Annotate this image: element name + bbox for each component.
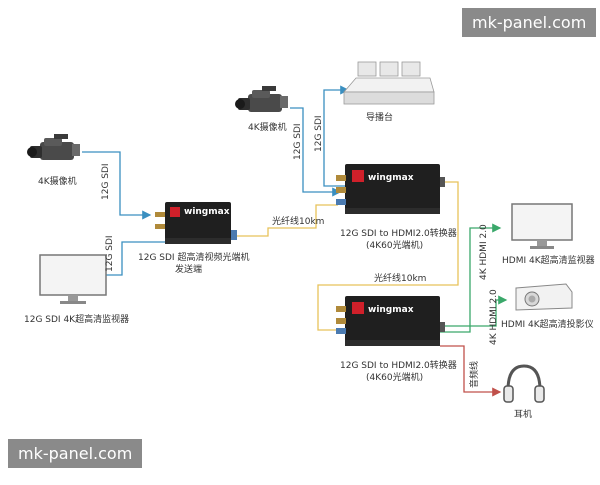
link-label-hdmi-monitor: 4K HDMI 2.0 (479, 224, 489, 280)
fiber-sender-device (155, 202, 237, 244)
sender-label-line2: 发送端 (175, 263, 202, 275)
broadcast-switcher-icon (343, 61, 435, 105)
receiver1-label-line2: (4K60光端机) (366, 239, 423, 251)
link-label-cam-top: 12G SDI (293, 123, 303, 160)
switcher-label: 导播台 (366, 111, 393, 123)
monitor-icon (511, 203, 573, 249)
monitor-left-label: 12G SDI 4K超高清监视器 (24, 313, 129, 325)
camera-left-label: 4K摄像机 (38, 175, 77, 187)
headphones-label: 耳机 (514, 408, 532, 420)
monitor-icon (39, 254, 107, 304)
projector-icon (515, 283, 573, 311)
camera-top-label: 4K摄像机 (248, 121, 287, 133)
link-label-fiber-2: 光纤线10km (374, 272, 426, 284)
fiber-link-2 (317, 181, 459, 331)
video-camera-icon (27, 134, 80, 160)
receiver2-brand: wingmax (368, 305, 414, 315)
fiber-link-1 (232, 204, 338, 237)
hdmi-link-monitor (440, 223, 502, 333)
monitor-right-label: HDMI 4K超高清监视器 (502, 254, 595, 266)
sender-brand: wingmax (184, 207, 230, 217)
video-camera-icon (235, 86, 288, 112)
receiver1-brand: wingmax (368, 173, 414, 183)
sender-label-line1: 12G SDI 超高清视频光端机 (138, 251, 249, 263)
sdi-link-switcher (323, 85, 350, 187)
receiver2-label-line2: (4K60光端机) (366, 371, 423, 383)
link-label-hdmi-projector: 4K HDMI 2.0 (489, 289, 499, 345)
sdi-link-camera-left (82, 151, 152, 220)
receiver2-label-line1: 12G SDI to HDMI2.0转换器 (340, 359, 457, 371)
link-label-fiber-1: 光纤线10km (272, 215, 324, 227)
audio-link (440, 345, 502, 397)
link-label-cam-left: 12G SDI (101, 163, 111, 200)
fiber-converter-receiver-1 (336, 164, 445, 214)
sdi-link-camera-top (290, 107, 342, 197)
link-label-monitor-left: 12G SDI (105, 235, 115, 272)
hdmi-link-projector (440, 295, 508, 327)
link-label-audio: 音频线 (468, 361, 480, 388)
watermark-top: mk-panel.com (462, 8, 597, 37)
link-label-switcher: 12G SDI (314, 115, 324, 152)
watermark-bottom: mk-panel.com (8, 439, 143, 468)
projector-label: HDMI 4K超高清投影仪 (501, 318, 594, 330)
fiber-converter-receiver-2 (336, 296, 445, 346)
headphones-icon (503, 364, 545, 403)
receiver1-label-line1: 12G SDI to HDMI2.0转换器 (340, 227, 457, 239)
